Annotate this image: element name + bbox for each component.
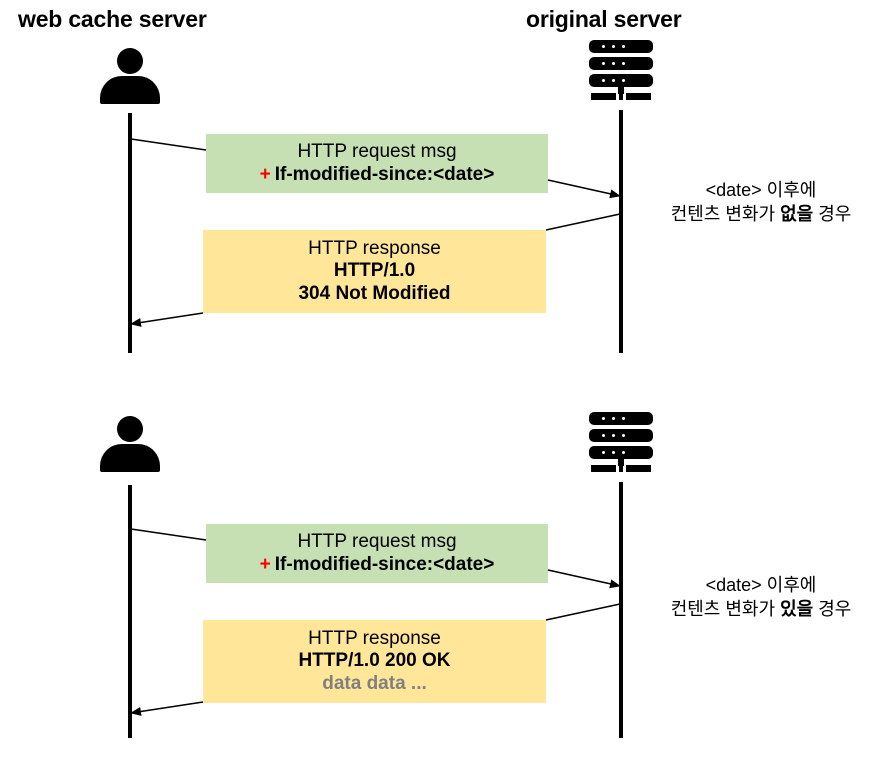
server-unit-icon xyxy=(589,57,653,70)
server-stem-icon xyxy=(618,458,624,466)
person-body-icon xyxy=(100,444,160,472)
response-message-box-2: HTTP response HTTP/1.0 200 OK data data … xyxy=(203,620,546,703)
response-line-1: HTTP response xyxy=(308,237,441,259)
annotation-line-2: 컨텐츠 변화가 없을 경우 xyxy=(636,202,886,226)
server-unit-icon xyxy=(589,429,653,442)
request-header-text: If-modified-since:<date> xyxy=(274,163,495,185)
server-unit-icon xyxy=(589,74,653,87)
server-base-icon xyxy=(619,465,623,472)
lifeline-web-cache-server-2 xyxy=(128,485,132,738)
annotation-no-change: <date> 이후에 컨텐츠 변화가 없을 경우 xyxy=(636,178,886,227)
annotation-line-2-post: 경우 xyxy=(813,204,852,225)
response-message-box-1: HTTP response HTTP/1.0 304 Not Modified xyxy=(203,230,546,313)
request-arrow-2 xyxy=(547,569,621,589)
request-message-box-1: HTTP request msg +If-modified-since:<dat… xyxy=(206,134,548,193)
request-line-1: HTTP request msg xyxy=(297,141,457,163)
response-leader-line-1 xyxy=(545,213,621,231)
person-head-icon xyxy=(117,48,143,74)
server-base-icon xyxy=(619,93,623,100)
request-leader-line-2 xyxy=(130,528,207,541)
server-base-icon xyxy=(591,465,616,472)
person-head-icon xyxy=(117,416,143,442)
lifeline-original-server-2 xyxy=(619,482,623,738)
server-unit-icon xyxy=(589,40,653,53)
column-title-web-cache-server: web cache server xyxy=(18,6,207,32)
lifeline-original-server-1 xyxy=(619,110,623,353)
server-stem-icon xyxy=(618,86,624,94)
response-arrow-2 xyxy=(130,701,204,716)
server-base-icon xyxy=(626,465,651,472)
server-unit-icon xyxy=(589,446,653,459)
server-unit-icon xyxy=(589,412,653,425)
request-line-2: +If-modified-since:<date> xyxy=(260,554,495,576)
annotation-line-2-emphasis: 있을 xyxy=(780,599,814,620)
annotation-line-2-emphasis: 없을 xyxy=(780,204,814,225)
annotation-changed: <date> 이후에 컨텐츠 변화가 있을 경우 xyxy=(636,573,886,622)
request-leader-line-1 xyxy=(130,138,207,151)
response-line-1: HTTP response xyxy=(308,627,441,649)
annotation-line-1: <date> 이후에 xyxy=(705,180,817,200)
annotation-line-2-pre: 컨텐츠 변화가 xyxy=(670,599,781,620)
plus-sign-icon: + xyxy=(259,163,271,185)
person-body-icon xyxy=(100,76,160,104)
person-icon xyxy=(100,48,160,104)
request-line-1: HTTP request msg xyxy=(297,531,457,553)
annotation-line-2: 컨텐츠 변화가 있을 경우 xyxy=(636,597,886,621)
annotation-line-1: <date> 이후에 xyxy=(705,575,817,595)
response-line-3: data data ... xyxy=(322,672,427,694)
response-line-2: HTTP/1.0 xyxy=(333,260,416,282)
request-message-box-2: HTTP request msg +If-modified-since:<dat… xyxy=(206,524,548,583)
response-arrow-1 xyxy=(130,312,204,327)
request-arrow-1 xyxy=(547,179,621,199)
annotation-line-2-pre: 컨텐츠 변화가 xyxy=(670,204,781,225)
request-header-text: If-modified-since:<date> xyxy=(274,553,495,575)
lifeline-web-cache-server-1 xyxy=(128,113,132,353)
server-rack-icon xyxy=(589,40,653,104)
plus-sign-icon: + xyxy=(259,553,271,575)
person-icon xyxy=(100,416,160,472)
annotation-line-2-post: 경우 xyxy=(813,599,852,620)
response-line-3: 304 Not Modified xyxy=(298,282,451,304)
server-rack-icon xyxy=(589,412,653,476)
response-line-2: HTTP/1.0 200 OK xyxy=(298,650,451,672)
server-base-icon xyxy=(591,93,616,100)
request-line-2: +If-modified-since:<date> xyxy=(260,164,495,186)
response-leader-line-2 xyxy=(545,603,621,621)
server-base-icon xyxy=(626,93,651,100)
column-title-original-server: original server xyxy=(526,6,682,32)
